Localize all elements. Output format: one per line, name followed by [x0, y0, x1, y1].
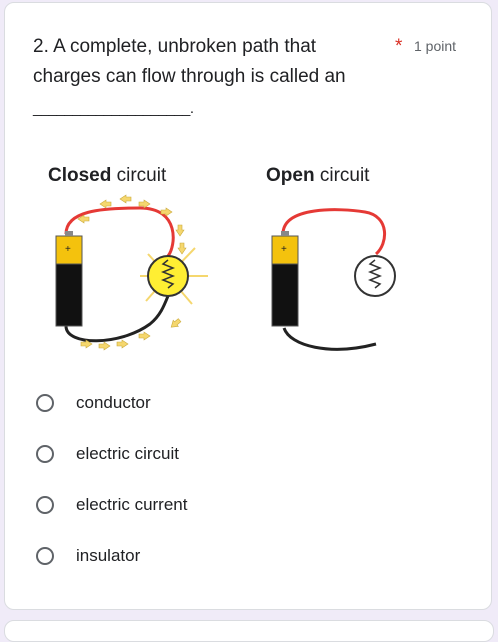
unlit-bulb-icon: [354, 255, 396, 297]
closed-battery-terminal: [65, 231, 73, 236]
closed-circuit: +: [55, 194, 208, 351]
open-plus-sign: +: [281, 244, 287, 255]
radio-button-icon[interactable]: [36, 394, 54, 412]
open-red-wire: [281, 208, 387, 256]
circuit-figure: Closed circuit Open circuit +: [48, 165, 396, 351]
next-card-edge: [4, 620, 494, 642]
open-battery-body: [271, 263, 299, 327]
closed-plus-sign: +: [65, 244, 71, 255]
open-circuit-title: Open circuit: [266, 165, 370, 186]
question-text: 2. A complete, unbroken path that charge…: [33, 36, 346, 87]
closed-red-wire: [64, 206, 175, 257]
open-battery-top: [271, 235, 299, 265]
closed-black-wire: [64, 295, 170, 343]
closed-circuit-title: Closed circuit: [48, 165, 167, 186]
required-asterisk: *: [395, 36, 403, 57]
option-conductor[interactable]: conductor: [36, 390, 187, 416]
radio-button-icon[interactable]: [36, 445, 54, 463]
option-insulator[interactable]: insulator: [36, 543, 187, 569]
open-bulb-filament: [367, 259, 383, 289]
option-label: electric circuit: [76, 444, 179, 463]
option-label: conductor: [76, 393, 151, 412]
question-card: [4, 2, 492, 610]
lit-bulb-icon: [147, 255, 189, 297]
closed-battery-body: [55, 263, 83, 327]
open-circuit: +: [271, 208, 396, 351]
radio-button-icon[interactable]: [36, 547, 54, 565]
option-label: insulator: [76, 546, 141, 565]
current-arrows: [77, 194, 187, 351]
points-label: 1 point: [414, 38, 457, 54]
radio-button-icon[interactable]: [36, 496, 54, 514]
answer-options: conductor electric circuit electric curr…: [36, 390, 187, 594]
bulb-filament: [160, 259, 176, 289]
answer-blank: ____________________.: [33, 100, 194, 117]
open-battery-terminal: [281, 231, 289, 236]
option-label: electric current: [76, 495, 188, 514]
option-electric-circuit[interactable]: electric circuit: [36, 441, 187, 467]
option-electric-current[interactable]: electric current: [36, 492, 187, 518]
open-black-wire: [282, 327, 377, 351]
